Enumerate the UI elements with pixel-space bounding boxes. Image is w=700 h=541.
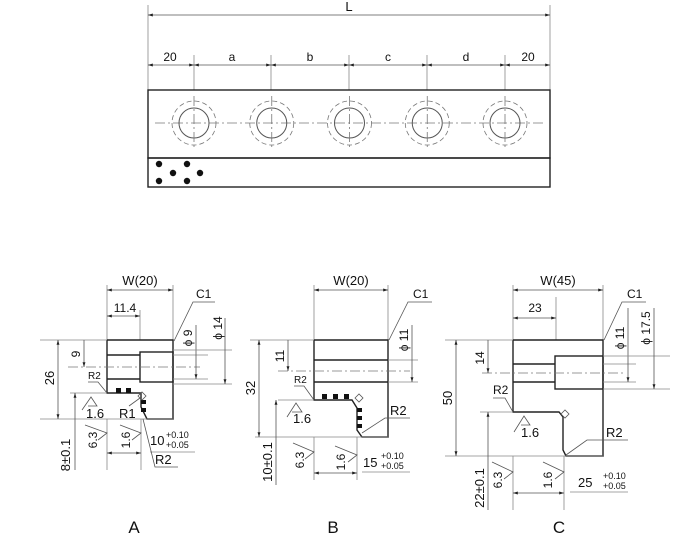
section-b-bore-offset-label: 11 — [273, 349, 287, 362]
section-a-radius-bottom-label: R2 — [155, 452, 172, 467]
section-b-roughness-left: 6.3 — [293, 451, 307, 468]
section-a-slot-width-label: 10 — [150, 433, 164, 448]
top-view: L 20 a b c d 20 — [147, 0, 551, 188]
section-b-chamfer-label: C1 — [413, 287, 429, 301]
section-a-tol-upper: +0.10 — [166, 430, 189, 440]
section-c-base-height-label: 22±0.1 — [472, 468, 487, 508]
section-a-label: A — [128, 518, 140, 537]
marker-dots — [155, 160, 204, 185]
section-c-roughness-left: 6.3 — [491, 471, 505, 488]
marker-dot — [155, 177, 163, 185]
mounting-hole — [249, 96, 295, 150]
section-b-dia-label: ϕ 11 — [397, 328, 411, 351]
pitch-label-d: d — [463, 50, 470, 64]
section-b-profile — [313, 339, 389, 438]
pitch-label-c: c — [385, 50, 391, 64]
pitch-label-start: 20 — [163, 50, 177, 64]
pitch-label-a: a — [229, 50, 236, 64]
section-c-label: C — [553, 518, 565, 537]
mounting-hole — [171, 96, 217, 150]
mounting-hole — [404, 96, 450, 150]
section-a-chamfer-label: C1 — [196, 287, 212, 301]
section-c-slot-width-label: 25 — [578, 475, 592, 490]
rail-side-strip — [147, 157, 551, 188]
section-c: W(45) 23 C1 ϕ 11 ϕ 17.5 50 14 R2 1.6 — [440, 273, 670, 537]
section-b-base-height-label: 10±0.1 — [260, 442, 275, 482]
section-b-tol-lower: +0.05 — [381, 461, 404, 471]
section-b-slot-width-label: 15 — [363, 455, 377, 470]
section-a-width-label: W(20) — [122, 273, 157, 288]
section-c-small-dia-label: ϕ 11 — [613, 326, 627, 349]
section-a-large-dia-label: ϕ 14 — [211, 316, 225, 340]
section-c-counterbore — [554, 355, 604, 390]
section-a-roughness-top: 1.6 — [86, 406, 104, 421]
section-a-radius-top-label: R2 — [88, 371, 101, 382]
section-b-height-label: 32 — [243, 381, 258, 395]
section-b-radius-top-label: R2 — [294, 375, 307, 386]
section-c-height-label: 50 — [440, 391, 455, 405]
section-a: W(20) 11.4 C1 ϕ 9 ϕ 14 26 9 — [40, 273, 232, 537]
mounting-hole — [327, 96, 372, 150]
section-b: W(20) C1 ϕ 11 32 11 R2 1.6 R2 — [243, 273, 432, 537]
mounting-holes — [171, 96, 528, 150]
section-b-roughness-bottom: 1.6 — [334, 453, 348, 470]
mounting-hole — [482, 96, 528, 150]
section-b-roughness-top: 1.6 — [293, 411, 311, 426]
section-c-width-label: W(45) — [540, 273, 575, 288]
section-c-radius-top-label: R2 — [493, 383, 509, 397]
section-b-radius-bottom-label: R2 — [390, 403, 407, 418]
pitch-dimensions: 20 a b c d 20 — [148, 50, 550, 90]
marker-dot — [183, 160, 191, 168]
section-a-roughness-left: 6.3 — [86, 431, 100, 448]
section-c-chamfer-label: C1 — [627, 287, 643, 301]
section-c-tol-upper: +0.10 — [603, 471, 626, 481]
marker-dot — [196, 169, 204, 177]
pitch-label-b: b — [307, 50, 314, 64]
pitch-label-end: 20 — [521, 50, 535, 64]
marker-dot — [169, 169, 177, 177]
section-a-small-dia-label: ϕ 9 — [181, 329, 195, 346]
section-b-width-label: W(20) — [333, 273, 368, 288]
section-a-base-height-label: 8±0.1 — [58, 439, 73, 471]
section-b-tol-upper: +0.10 — [381, 451, 404, 461]
section-a-tol-lower: +0.05 — [166, 440, 189, 450]
section-a-height-label: 26 — [42, 371, 57, 385]
section-c-inner-width-label: 23 — [528, 301, 542, 315]
section-c-radius-bottom-label: R2 — [606, 425, 623, 440]
section-a-radius-inner-label: R1 — [119, 406, 136, 421]
marker-dot — [183, 177, 191, 185]
marker-dot — [155, 160, 163, 168]
section-c-bore-offset-label: 14 — [473, 351, 487, 365]
overall-length-label: L — [345, 0, 352, 14]
section-b-label: B — [327, 518, 338, 537]
section-a-inner-width-label: 11.4 — [114, 301, 137, 315]
section-a-roughness-bottom: 1.6 — [119, 431, 133, 448]
section-c-large-dia-label: ϕ 17.5 — [639, 311, 653, 345]
section-c-roughness-bottom: 1.6 — [541, 471, 555, 488]
section-c-tol-lower: +0.05 — [603, 481, 626, 491]
section-c-roughness-top: 1.6 — [521, 425, 539, 440]
section-a-bore-offset-label: 9 — [69, 350, 83, 357]
